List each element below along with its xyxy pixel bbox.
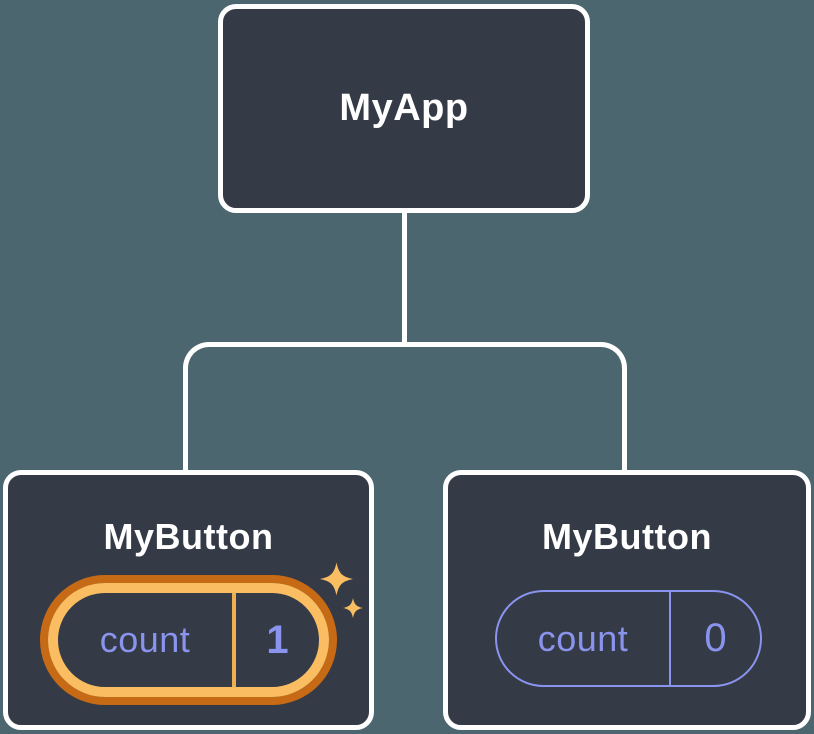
node-myapp-label: MyApp (339, 87, 469, 129)
node-mybutton-right: MyButton count 0 (443, 470, 811, 730)
pill-divider (232, 593, 236, 687)
sparkle-icon (343, 597, 363, 619)
connector-branch (183, 342, 627, 471)
node-mybutton-left: MyButton count 1 (3, 470, 374, 730)
sparkle-icon (320, 562, 353, 596)
node-myapp: MyApp (218, 4, 590, 213)
connector-stem (402, 212, 407, 345)
node-mybutton-left-label: MyButton (103, 516, 274, 557)
state-key-label: count (99, 619, 191, 660)
state-pill-highlighted: count 1 (48, 583, 329, 697)
state-value-label: 0 (704, 616, 727, 660)
state-key-label: count (537, 617, 629, 659)
state-pill-plain: count 0 (495, 590, 762, 687)
state-value-label: 1 (266, 617, 289, 662)
node-mybutton-right-label: MyButton (542, 516, 712, 557)
pill-divider (669, 592, 671, 685)
